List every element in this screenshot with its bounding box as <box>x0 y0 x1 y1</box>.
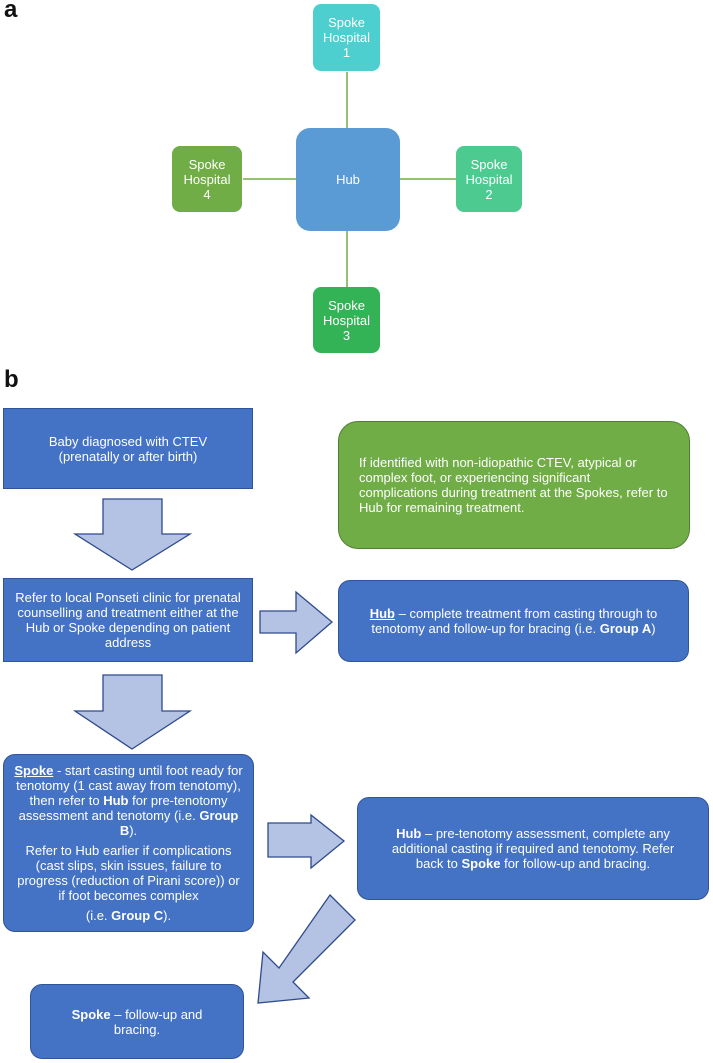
spoke-inline-label: Spoke <box>461 856 501 871</box>
spoke-hospital-2-label: Spoke Hospital 2 <box>465 156 513 202</box>
box-hub-group-a-text: Hub – complete treatment from casting th… <box>353 606 674 636</box>
down-arrow-2 <box>72 674 193 750</box>
spoke-hospital-1-label: Spoke Hospital 1 <box>323 15 370 60</box>
box-nonidiopathic: If identified with non-idiopathic CTEV, … <box>338 421 690 549</box>
box-hub-pretenotomy: Hub – pre-tenotomy assessment, complete … <box>357 797 709 900</box>
hub-pretenotomy-text2: for follow-up and bracing. <box>500 856 651 871</box>
box-spoke-followup-text: Spoke – follow-up and bracing. <box>61 1007 213 1037</box>
spoke-label: Spoke <box>14 763 54 778</box>
box-diagnosed-text: Baby diagnosed with CTEV (prenatally or … <box>48 433 208 464</box>
group-c-label: Group C <box>111 908 164 923</box>
spoke-casting-text3: ). <box>129 823 138 838</box>
box-refer-clinic-text: Refer to local Ponseti clinic for prenat… <box>15 590 241 650</box>
spoke-hospital-3: Spoke Hospital 3 <box>313 287 380 353</box>
box-spoke-casting-text1: Spoke - start casting until foot ready f… <box>14 763 243 838</box>
spoke-casting-text1: - start casting until foot ready for ten… <box>16 763 243 808</box>
box-spoke-casting: Spoke - start casting until foot ready f… <box>3 754 254 932</box>
hub-node-label: Hub <box>336 172 360 187</box>
box-spoke-casting-text5: (i.e. Group C). <box>86 908 171 923</box>
spoke-casting-text2: for pre-tenotomy assessment and tenotomy… <box>18 793 228 823</box>
hub-pretenotomy-text1: – pre-tenotomy assessment, complete any … <box>391 826 675 871</box>
box-nonidiopathic-text: If identified with non-idiopathic CTEV, … <box>359 455 668 515</box>
spoke-hospital-3-label: Spoke Hospital 3 <box>323 297 370 343</box>
spoke-casting-text6: ). <box>163 908 172 923</box>
group-b-label: Group B <box>119 808 239 838</box>
spoke-casting-text5: (i.e. <box>85 908 112 923</box>
box-refer-clinic: Refer to local Ponseti clinic for prenat… <box>3 578 253 662</box>
spoke-hospital-4-label: Spoke Hospital 4 <box>183 156 231 202</box>
box-hub-pretenotomy-text: Hub – pre-tenotomy assessment, complete … <box>380 826 686 871</box>
box-spoke-casting-text4: Refer to Hub earlier if complications (c… <box>17 843 240 903</box>
group-a-label: Group A <box>599 621 652 636</box>
hub-label: Hub <box>369 606 395 621</box>
right-arrow-1 <box>259 590 334 655</box>
spoke-hospital-2: Spoke Hospital 2 <box>456 146 522 212</box>
box-diagnosed: Baby diagnosed with CTEV (prenatally or … <box>3 408 253 489</box>
spoke-hospital-4: Spoke Hospital 4 <box>172 146 242 212</box>
panel-label-a: a <box>4 0 18 23</box>
hub-a-text1: – complete treatment from casting throug… <box>371 606 658 636</box>
hub-inline-label: Hub <box>103 793 129 808</box>
hub-node: Hub <box>296 128 400 231</box>
spoke-followup-text1: – follow-up and bracing. <box>110 1006 203 1037</box>
spoke-followup-label: Spoke <box>71 1006 111 1022</box>
hub-a-text2: ) <box>651 621 656 636</box>
panel-label-b: b <box>4 366 19 393</box>
hub-pretenotomy-label: Hub <box>396 826 422 841</box>
down-arrow-1 <box>72 498 193 571</box>
spoke-hospital-1: Spoke Hospital 1 <box>313 4 380 71</box>
right-arrow-2 <box>267 813 346 870</box>
diagonal-arrow <box>257 893 356 1004</box>
box-hub-group-a: Hub – complete treatment from casting th… <box>338 580 689 662</box>
box-spoke-followup: Spoke – follow-up and bracing. <box>30 984 244 1059</box>
